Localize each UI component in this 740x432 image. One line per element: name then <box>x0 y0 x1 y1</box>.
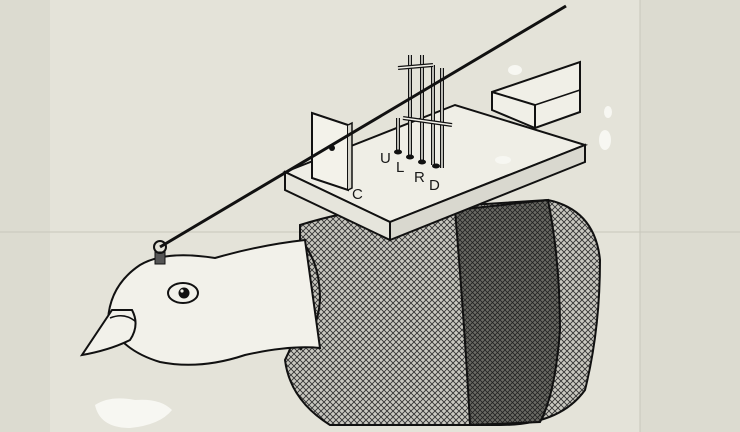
beak <box>79 309 137 357</box>
paper-blemishes <box>95 65 612 428</box>
pupil <box>178 287 190 299</box>
pigeon-head <box>79 238 322 366</box>
label-u: U <box>380 150 391 167</box>
label-d: D <box>429 177 440 194</box>
platform-side <box>389 143 586 242</box>
label-l: L <box>396 159 404 176</box>
jacket-band <box>453 198 562 427</box>
switch-box <box>491 60 581 130</box>
pigeon-body <box>283 198 602 427</box>
pointer-rod <box>159 4 567 249</box>
label-r: R <box>414 169 425 186</box>
head-mount <box>153 240 167 265</box>
direction-rods <box>394 55 453 169</box>
rod-pivot <box>329 145 335 151</box>
label-c: C <box>352 186 363 203</box>
